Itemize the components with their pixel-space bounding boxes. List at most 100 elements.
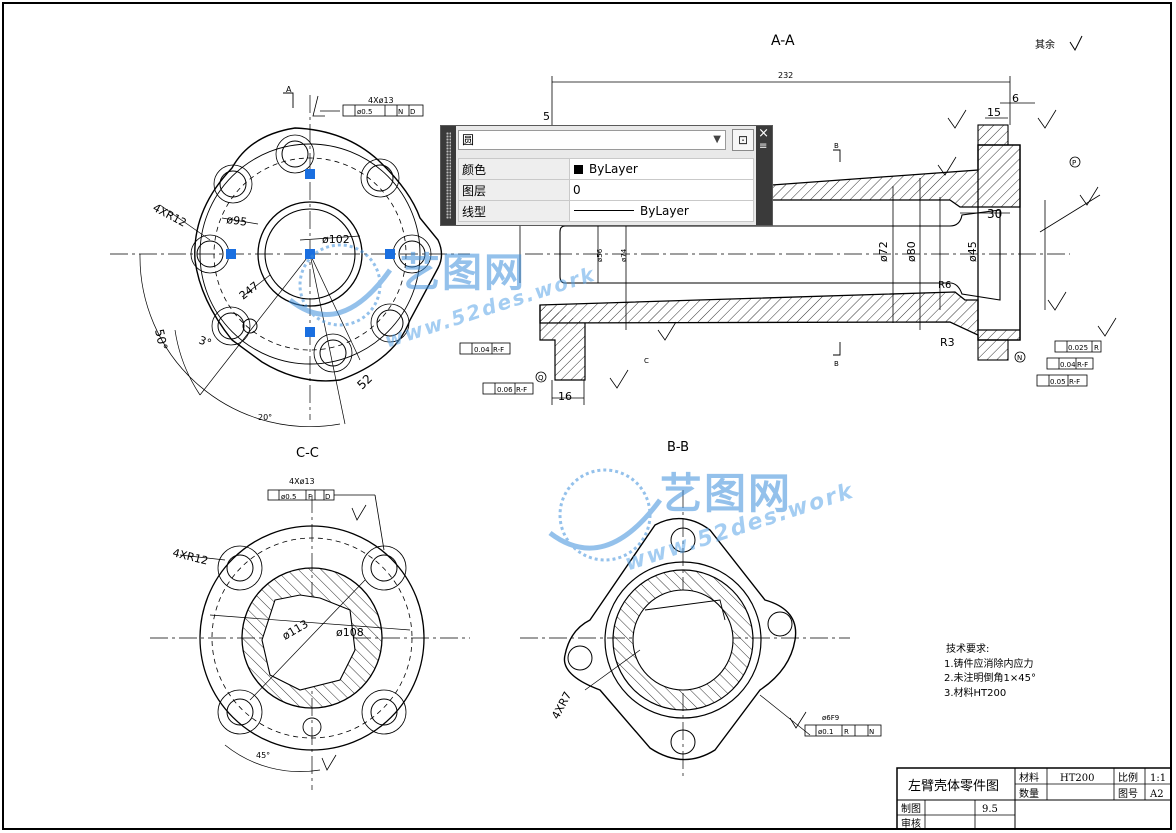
tech-requirements: 技术要求: 1.铸件应消除内应力 2.未注明倒角1×45° 3.材料HT200 bbox=[944, 642, 1036, 699]
gdt-ref-rf-4: R-F bbox=[1069, 378, 1080, 386]
drawn-value: 9.5 bbox=[982, 804, 998, 815]
dim-232: 232 bbox=[778, 71, 793, 80]
dim-ang-50: 50° bbox=[152, 328, 170, 352]
dim-4xr12-cc: 4XR12 bbox=[171, 546, 209, 567]
aa-section-view bbox=[459, 35, 1117, 405]
tech-title: 技术要求: bbox=[946, 642, 989, 655]
dim-6: 6 bbox=[1012, 92, 1019, 105]
chevron-down-icon: ▼ bbox=[713, 134, 721, 145]
property-row-color[interactable]: 颜色 ByLayer bbox=[458, 158, 754, 180]
palette-menu-icon[interactable]: ≡ bbox=[759, 141, 768, 152]
property-value-text: ByLayer bbox=[640, 204, 689, 218]
gdt-ref-d-cc: D bbox=[325, 493, 330, 501]
object-type-value: 圆 bbox=[462, 133, 475, 147]
property-label: 图层 bbox=[458, 179, 570, 201]
gdt-ref-rf-3: R-F bbox=[1077, 361, 1088, 369]
dim-247: 247 bbox=[237, 279, 262, 302]
section-mark-b1: B bbox=[834, 142, 839, 150]
grip-right[interactable] bbox=[385, 249, 395, 259]
dim-30: 30 bbox=[987, 207, 1002, 221]
property-label: 颜色 bbox=[458, 158, 570, 180]
material-label: 材料 bbox=[1019, 771, 1039, 784]
datum-q: Q bbox=[538, 374, 544, 382]
part-name: 左臂壳体零件图 bbox=[908, 779, 999, 794]
property-row-layer[interactable]: 图层 0 bbox=[458, 179, 754, 201]
gdt-pos-top: ø0.5 bbox=[357, 108, 372, 116]
dim-d6f9: ø6F9 bbox=[822, 714, 839, 722]
property-row-linetype[interactable]: 线型 ByLayer bbox=[458, 200, 754, 222]
check-label: 审核 bbox=[901, 817, 921, 830]
gdt-ref-n-bb: N bbox=[869, 728, 874, 736]
aa-text: A-A 其余 232 15 6 5 30 ø72 ø80 ø45 ø56 ø74… bbox=[474, 33, 1099, 403]
gdt-runout-3: 0.04 bbox=[1060, 361, 1076, 369]
gdt-circularity: 0.025 bbox=[1068, 344, 1088, 352]
scale-label: 比例 bbox=[1118, 771, 1138, 784]
dim-d95: ø95 bbox=[226, 213, 248, 229]
close-icon[interactable]: × bbox=[758, 126, 769, 141]
properties-table: 颜色 ByLayer 图层 0 线型 ByLayer bbox=[458, 158, 754, 222]
gdt-ref-n: N bbox=[398, 108, 403, 116]
gdt-ref-r: R bbox=[1094, 344, 1099, 352]
grip-left[interactable] bbox=[226, 249, 236, 259]
surface-note: 其余 bbox=[1035, 38, 1055, 51]
property-value-text: ByLayer bbox=[589, 162, 638, 176]
dim-d102: ø102 bbox=[322, 233, 350, 246]
grip-center[interactable] bbox=[305, 249, 315, 259]
section-label-aa: A-A bbox=[771, 33, 795, 49]
dim-52: 52 bbox=[354, 371, 375, 392]
grip-top[interactable] bbox=[305, 169, 315, 179]
tech-item-1: 1.铸件应消除内应力 bbox=[944, 657, 1034, 670]
dim-d74: ø74 bbox=[620, 248, 628, 262]
gdt-pos-bb: ø0.1 bbox=[818, 728, 833, 736]
quick-select-button[interactable]: ⊡ bbox=[732, 129, 754, 151]
gdt-ref-r-bb: R bbox=[844, 728, 849, 736]
linetype-preview-icon bbox=[574, 210, 634, 211]
property-label: 线型 bbox=[458, 200, 570, 222]
dim-d45: ø45 bbox=[966, 241, 979, 262]
color-swatch-icon bbox=[574, 165, 583, 174]
drawing-no-value: A2 bbox=[1149, 789, 1164, 800]
qty-label: 数量 bbox=[1019, 787, 1039, 800]
property-value-color[interactable]: ByLayer bbox=[569, 158, 754, 180]
gdt-ref-f: F bbox=[308, 493, 312, 501]
quick-select-icon: ⊡ bbox=[737, 133, 749, 147]
section-mark-c: C bbox=[644, 357, 649, 365]
dim-d56: ø56 bbox=[596, 248, 604, 262]
gdt-ref-rf-2: R-F bbox=[516, 386, 527, 394]
material-value: HT200 bbox=[1060, 773, 1094, 784]
object-type-dropdown[interactable]: 圆 ▼ bbox=[458, 130, 726, 150]
dim-d80: ø80 bbox=[905, 241, 918, 262]
bb-section-view bbox=[520, 490, 882, 780]
dim-15: 15 bbox=[987, 106, 1001, 119]
title-block-text: 左臂壳体零件图 材料 HT200 比例 1:1 数量 图号 A2 制图 9.5 … bbox=[901, 771, 1166, 830]
grip-bottom[interactable] bbox=[305, 327, 315, 337]
tech-item-3: 3.材料HT200 bbox=[944, 686, 1006, 699]
property-value-layer[interactable]: 0 bbox=[569, 179, 754, 201]
gdt-runout-4: 0.05 bbox=[1050, 378, 1066, 386]
gdt-ref-d: D bbox=[410, 108, 415, 116]
cc-section-view bbox=[150, 489, 470, 790]
datum-p: P bbox=[1072, 159, 1076, 167]
gdt-runout-1: 0.04 bbox=[474, 346, 490, 354]
gdt-pos-cc: ø0.5 bbox=[281, 493, 296, 501]
dim-ang-3: 3° bbox=[197, 334, 213, 350]
dim-ang-20: 20° bbox=[258, 413, 272, 422]
dim-4xr12-top: 4XR12 bbox=[151, 201, 189, 229]
quick-properties-palette[interactable]: 圆 ▼ ⊡ × ≡ 颜色 ByLayer 图层 0 线型 ByLayer bbox=[440, 125, 773, 226]
palette-drag-handle[interactable] bbox=[441, 126, 456, 225]
drawn-label: 制图 bbox=[901, 802, 921, 815]
drawing-no-label: 图号 bbox=[1118, 788, 1138, 800]
section-mark-a: A bbox=[286, 85, 292, 94]
dim-d72: ø72 bbox=[877, 241, 890, 262]
datum-n: N bbox=[1017, 354, 1022, 362]
top-left-view bbox=[110, 92, 470, 428]
dim-5: 5 bbox=[543, 110, 550, 123]
property-value-linetype[interactable]: ByLayer bbox=[569, 200, 754, 222]
section-label-cc: C-C bbox=[296, 446, 319, 461]
dim-r3: R3 bbox=[940, 336, 955, 349]
section-label-bb: B-B bbox=[667, 440, 689, 455]
dim-d108: ø108 bbox=[336, 626, 364, 639]
dim-r6: R6 bbox=[938, 280, 951, 291]
